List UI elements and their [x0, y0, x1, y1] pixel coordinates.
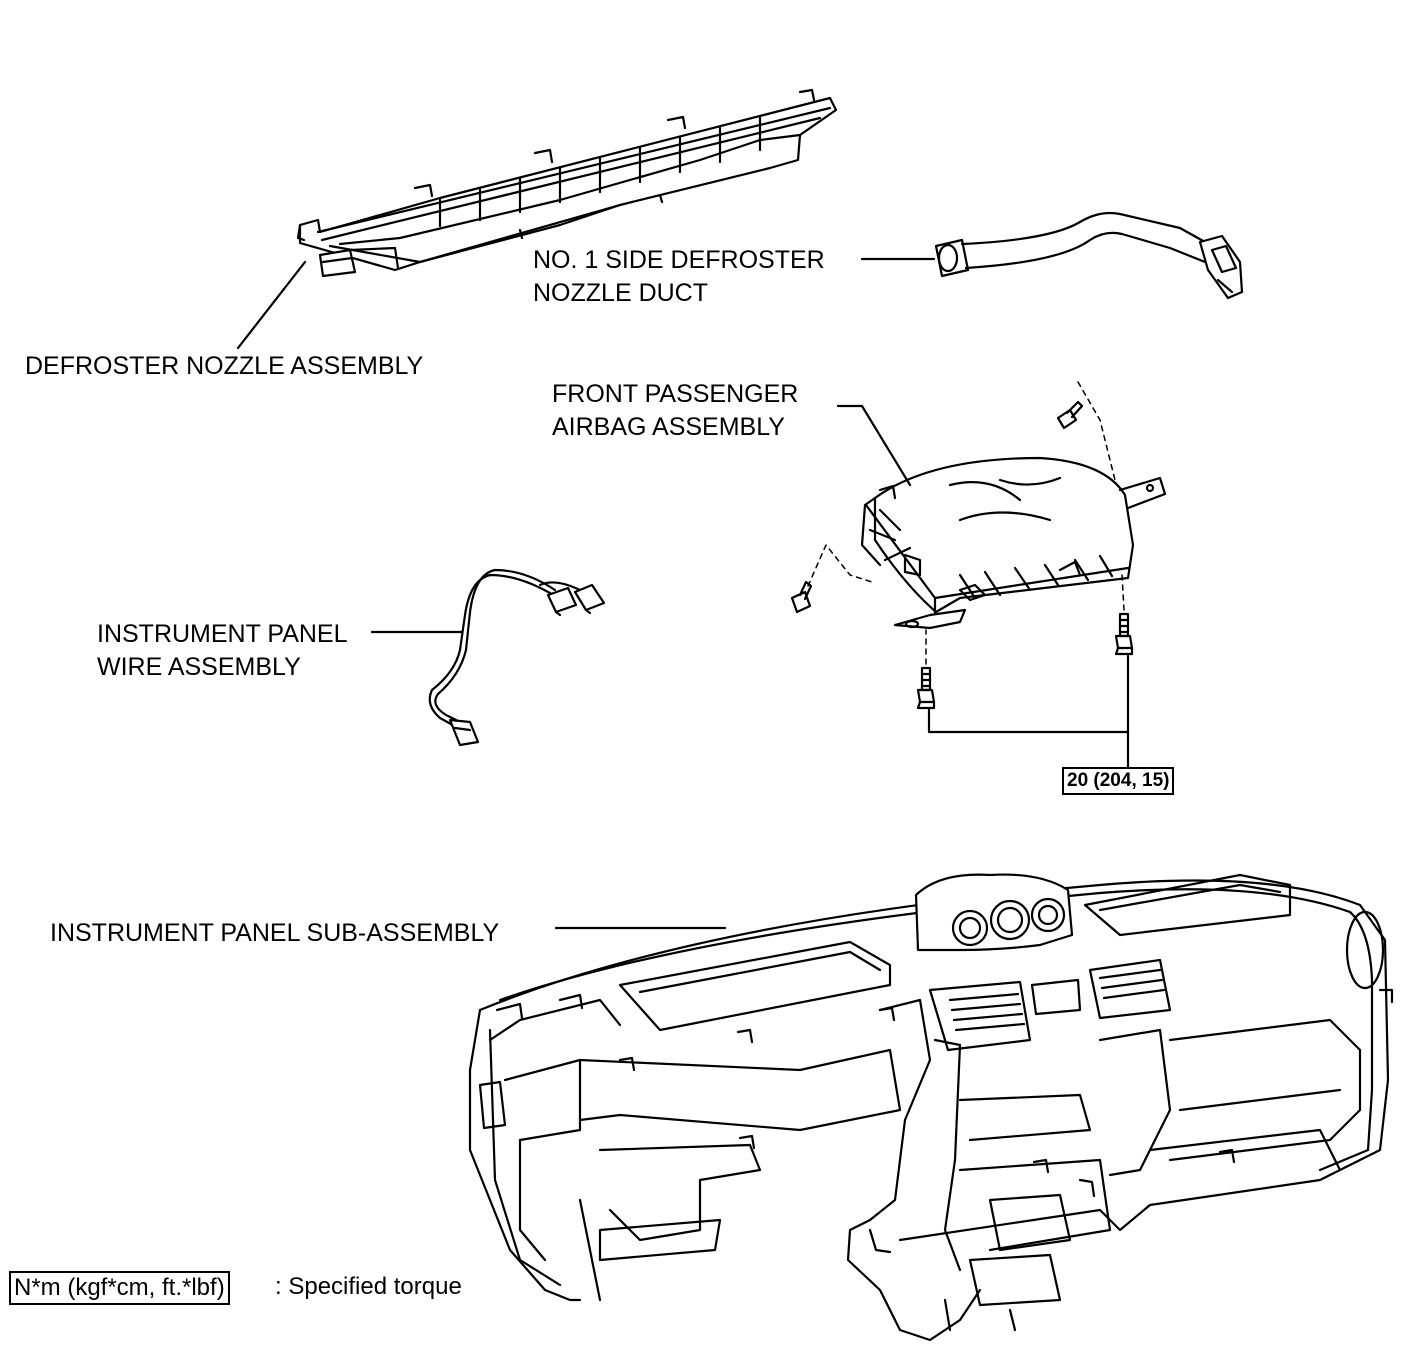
torque-units-legend-box: N*m (kgf*cm, ft.*lbf) — [9, 1271, 230, 1305]
airbag-drawing — [860, 456, 1167, 630]
wire-drawing — [428, 568, 606, 747]
label-airbag-line2: AIRBAG ASSEMBLY — [552, 413, 785, 441]
label-wire-line1: INSTRUMENT PANEL — [97, 620, 348, 648]
side-duct-drawing — [934, 211, 1244, 300]
mounting-dashed-lines — [807, 381, 1125, 665]
leader-airbag — [836, 404, 912, 487]
label-instrument-panel-sub-assembly: INSTRUMENT PANEL SUB-ASSEMBLY — [50, 919, 500, 947]
instrument-panel-drawing — [468, 873, 1394, 1342]
torque-spec-badge: 20 (204, 15) — [1062, 767, 1175, 795]
torque-bracket — [927, 654, 1130, 734]
torque-legend-text: : Specified torque — [275, 1273, 462, 1300]
label-side-duct-line2: NOZZLE DUCT — [533, 279, 708, 307]
airbag-bolt-bottom-right — [1114, 612, 1134, 656]
label-airbag-line1: FRONT PASSENGER — [552, 380, 799, 408]
airbag-bolt-left — [790, 580, 813, 614]
label-side-duct-line1: NO. 1 SIDE DEFROSTER — [533, 246, 825, 274]
airbag-bolt-top-right — [1056, 400, 1084, 430]
leader-defroster-nozzle — [236, 260, 307, 350]
airbag-bolt-bottom-left — [916, 666, 936, 710]
label-wire-line2: WIRE ASSEMBLY — [97, 653, 301, 681]
defroster-nozzle-drawing — [296, 88, 838, 278]
label-defroster-nozzle-assembly: DEFROSTER NOZZLE ASSEMBLY — [25, 352, 424, 380]
